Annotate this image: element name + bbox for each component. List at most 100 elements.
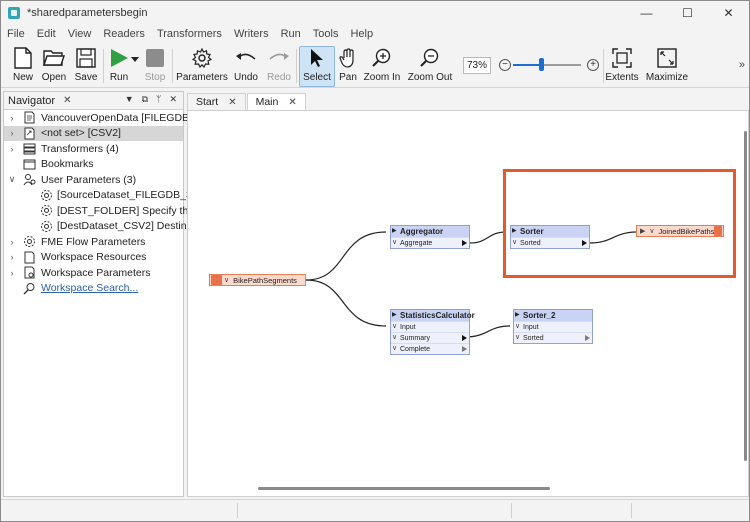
tree-item-workspace-search[interactable]: Workspace Search... bbox=[4, 281, 183, 297]
stop-button[interactable]: Stop bbox=[143, 47, 167, 87]
tree-item-dest-folder-param[interactable]: [DEST_FOLDER] Specify the d... bbox=[4, 203, 212, 219]
menu-writers[interactable]: Writers bbox=[233, 28, 269, 40]
status-divider bbox=[511, 503, 512, 518]
connection-sorter-writer[interactable] bbox=[589, 231, 639, 244]
writer-feature-type-joinedbikepaths[interactable]: ▶ ∨ JoinedBikePaths bbox=[636, 225, 724, 237]
zoom-decrease-button[interactable]: − bbox=[499, 59, 511, 71]
parameters-button[interactable]: Parameters bbox=[176, 47, 228, 87]
transformer-aggregator[interactable]: Aggregator Aggregate bbox=[390, 225, 470, 249]
output-port-summary[interactable]: Summary bbox=[391, 332, 469, 343]
menu-edit[interactable]: Edit bbox=[36, 28, 56, 40]
close-button[interactable]: ✕ bbox=[723, 6, 734, 20]
tab-start[interactable]: Start ✕ bbox=[187, 93, 246, 110]
horizontal-scrollbar[interactable] bbox=[258, 487, 550, 490]
select-label: Select bbox=[303, 72, 331, 83]
tree-item-fme-flow-parameters[interactable]: › FME Flow Parameters bbox=[4, 234, 183, 250]
menu-run[interactable]: Run bbox=[280, 28, 301, 40]
zoom-slider-thumb[interactable] bbox=[539, 58, 544, 71]
menu-transformers[interactable]: Transformers bbox=[156, 28, 222, 40]
vertical-scrollbar[interactable] bbox=[744, 131, 747, 461]
zoom-level-field[interactable]: 73% bbox=[463, 57, 491, 74]
navigator-pane: Navigator ✕ ▼ ⧉ ᛘ ✕ › VancouverOpenData … bbox=[3, 91, 212, 497]
tree-item-label: [DestDataset_CSV2] Destinati... bbox=[57, 220, 207, 233]
chevron-down-icon[interactable]: ∨ bbox=[649, 228, 655, 235]
new-button[interactable]: New bbox=[11, 47, 35, 87]
save-button[interactable]: Save bbox=[74, 47, 98, 87]
tree-item-label: User Parameters (3) bbox=[41, 173, 137, 186]
collapse-arrow-icon[interactable]: ∨ bbox=[8, 174, 16, 185]
tree-item-workspace-parameters[interactable]: › Workspace Parameters bbox=[4, 265, 183, 281]
navigator-close-icon[interactable]: ✕ bbox=[63, 95, 72, 106]
document-tabs: Start ✕ Main ✕ bbox=[187, 93, 307, 110]
open-button[interactable]: Open bbox=[41, 47, 67, 87]
menu-readers[interactable]: Readers bbox=[103, 28, 145, 40]
tree-item-transformers[interactable]: › Transformers (4) bbox=[4, 141, 183, 157]
transformer-sorter-2[interactable]: Sorter_2 Input Sorted bbox=[513, 309, 593, 344]
tree-item-source-dataset-param[interactable]: [SourceDataset_FILEGDB_3] F... bbox=[4, 188, 212, 204]
transformer-sorter[interactable]: Sorter Sorted bbox=[510, 225, 590, 249]
float-window-icon[interactable]: ⧉ bbox=[141, 94, 149, 104]
unconnected-port-arrow-icon[interactable] bbox=[462, 346, 467, 352]
transformer-statisticscalculator[interactable]: StatisticsCalculator Input Summary Compl… bbox=[390, 309, 475, 355]
expand-arrow-icon[interactable]: › bbox=[10, 236, 14, 247]
tree-item-bookmarks[interactable]: Bookmarks bbox=[4, 157, 183, 173]
navigator-header: Navigator ✕ ▼ ⧉ ᛘ ✕ bbox=[4, 92, 183, 110]
menu-help[interactable]: Help bbox=[350, 28, 374, 40]
tab-close-icon[interactable]: ✕ bbox=[288, 96, 297, 108]
chevron-down-icon[interactable]: ∨ bbox=[224, 277, 230, 284]
toolbar-overflow-button[interactable]: » bbox=[738, 59, 745, 71]
output-port-sorted[interactable]: Sorted bbox=[514, 332, 592, 343]
reader-feature-type-bikepathsegments[interactable]: ∨ BikePathSegments bbox=[209, 274, 306, 286]
input-port[interactable]: Input bbox=[514, 321, 592, 332]
connection-reader-stats[interactable] bbox=[305, 279, 387, 327]
pin-icon[interactable]: ᛘ bbox=[156, 94, 162, 104]
workspace-search-link[interactable]: Workspace Search... bbox=[41, 282, 139, 295]
expand-arrow-icon[interactable]: › bbox=[10, 112, 14, 123]
run-button[interactable]: Run bbox=[107, 47, 131, 87]
tree-item-writer-csv2[interactable]: › <not set> [CSV2] bbox=[4, 125, 183, 141]
dropdown-arrow-icon[interactable]: ▼ bbox=[124, 94, 134, 104]
select-tool-button[interactable]: Select bbox=[299, 46, 335, 87]
tab-main[interactable]: Main ✕ bbox=[246, 93, 306, 110]
workspace-canvas[interactable]: ∨ BikePathSegments Aggregator Aggregate … bbox=[187, 110, 749, 497]
output-port-aggregate[interactable]: Aggregate bbox=[391, 237, 469, 248]
redo-button[interactable]: Redo bbox=[266, 47, 292, 87]
tree-item-reader-filegdb[interactable]: › VancouverOpenData [FILEGDB] bbox=[4, 110, 192, 126]
workspace-parameters-icon bbox=[24, 266, 35, 279]
tree-item-dest-dataset-param[interactable]: [DestDataset_CSV2] Destinati... bbox=[4, 219, 206, 235]
tab-close-icon[interactable]: ✕ bbox=[228, 96, 237, 108]
pan-tool-button[interactable]: Pan bbox=[337, 47, 359, 87]
output-port-sorted[interactable]: Sorted bbox=[511, 237, 589, 248]
output-port-arrow-icon[interactable] bbox=[582, 240, 587, 246]
expand-arrow-icon[interactable]: › bbox=[10, 143, 14, 154]
output-port-complete[interactable]: Complete bbox=[391, 343, 469, 354]
zoom-in-button[interactable]: Zoom In bbox=[363, 47, 401, 87]
output-port-arrow-icon[interactable] bbox=[462, 240, 467, 246]
tree-item-user-parameters[interactable]: ∨ User Parameters (3) bbox=[4, 172, 183, 188]
run-dropdown-button[interactable] bbox=[130, 57, 140, 67]
unconnected-port-arrow-icon[interactable] bbox=[585, 335, 590, 341]
zoom-slider-track[interactable] bbox=[513, 64, 581, 66]
minimize-button[interactable]: — bbox=[640, 6, 653, 20]
zoom-increase-button[interactable]: + bbox=[587, 59, 599, 71]
output-port-arrow-icon[interactable] bbox=[462, 335, 467, 341]
menu-view[interactable]: View bbox=[67, 28, 92, 40]
menu-tools[interactable]: Tools bbox=[312, 28, 339, 40]
zoom-out-button[interactable]: Zoom Out bbox=[407, 47, 453, 87]
connection-stats-sorter2[interactable] bbox=[464, 325, 511, 338]
tree-item-workspace-resources[interactable]: › Workspace Resources bbox=[4, 250, 183, 266]
input-port[interactable]: Input bbox=[391, 321, 469, 332]
connection-aggregator-sorter[interactable] bbox=[469, 231, 507, 244]
expand-arrow-icon[interactable]: › bbox=[10, 252, 14, 263]
expand-arrow-icon[interactable]: › bbox=[10, 128, 14, 139]
maximize-button[interactable]: ☐ bbox=[682, 6, 693, 20]
connection-reader-aggregator[interactable] bbox=[305, 231, 387, 281]
undo-button[interactable]: Undo bbox=[233, 47, 259, 87]
maximize-frame-icon bbox=[656, 47, 678, 69]
extents-button[interactable]: Extents bbox=[605, 47, 639, 87]
menu-file[interactable]: File bbox=[7, 28, 25, 40]
close-panel-icon[interactable]: ✕ bbox=[169, 94, 177, 104]
tree-item-label: Workspace Parameters bbox=[41, 266, 151, 279]
maximize-canvas-button[interactable]: Maximize bbox=[646, 47, 688, 87]
expand-arrow-icon[interactable]: › bbox=[10, 267, 14, 278]
